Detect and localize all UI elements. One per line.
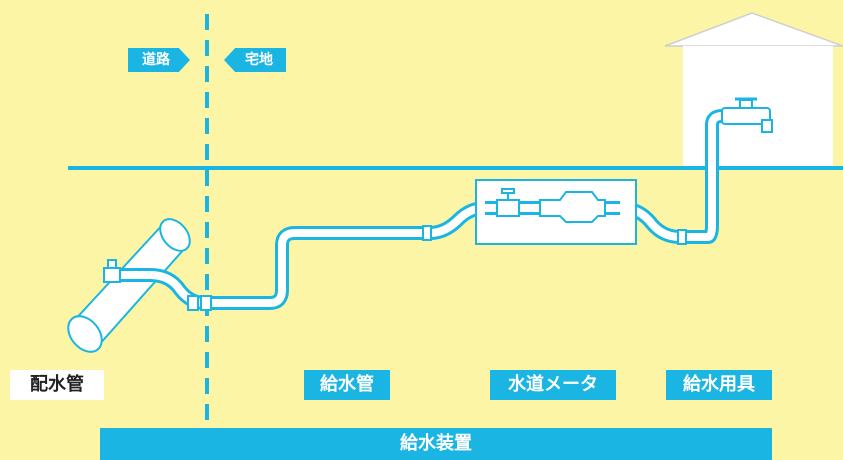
road-tag: 道路 [128, 48, 190, 72]
water-meter-label: 水道メータ [490, 370, 616, 400]
supply-system-bar: 給水装置 [100, 428, 772, 460]
fixtures-label: 給水用具 [666, 370, 772, 400]
distribution-main [67, 218, 191, 353]
meter-box [475, 179, 637, 245]
corporation-valve-icon [103, 259, 121, 283]
house [664, 12, 843, 168]
distribution-pipe-label: 配水管 [10, 370, 104, 400]
service-pipe-label: 給水管 [304, 370, 390, 400]
service-pipe [105, 109, 752, 311]
faucet-icon [721, 97, 773, 133]
residence-tag: 宅地 [224, 48, 286, 72]
